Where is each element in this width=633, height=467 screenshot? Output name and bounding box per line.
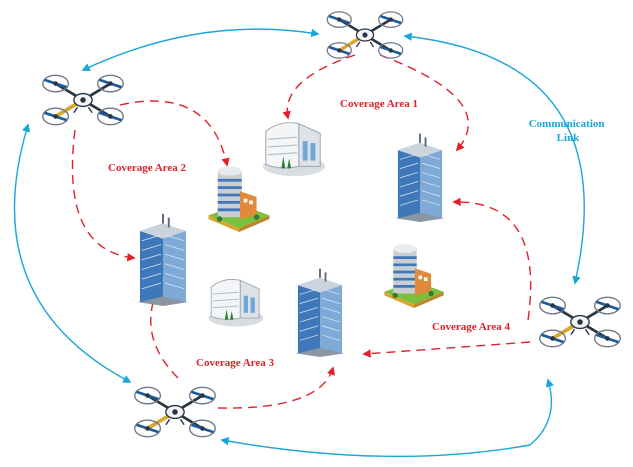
path-right-to-center xyxy=(362,341,531,358)
path-bottom-to-tower xyxy=(148,294,179,379)
link-drone-left-top xyxy=(81,28,320,71)
coverage-area-1-label: Coverage Area 1 xyxy=(340,98,418,110)
coverage-area-4-label: Coverage Area 4 xyxy=(432,321,510,333)
path-left-to-round xyxy=(119,100,230,167)
communication-link-label-line1: Communication xyxy=(529,118,605,130)
buildings xyxy=(136,122,446,357)
office-tower-icon xyxy=(136,212,190,306)
link-drone-left-bottom xyxy=(13,123,132,383)
path-right-to-tower xyxy=(452,197,532,321)
office-tower-icon xyxy=(295,267,345,357)
path-bottom-to-center xyxy=(217,366,336,409)
quadcopter-drone-icon xyxy=(40,73,126,127)
path-top-to-tower xyxy=(379,54,469,152)
quadcopter-drone-icon xyxy=(537,295,623,349)
coverage-area-3-label: Coverage Area 3 xyxy=(196,357,274,369)
coverage-paths xyxy=(71,54,532,409)
quadcopter-drone-icon xyxy=(325,9,405,61)
curved-building-icon xyxy=(208,278,264,328)
link-drone-bottom-right xyxy=(220,378,554,458)
round-building-icon xyxy=(206,164,272,232)
round-building-icon xyxy=(382,242,446,308)
office-tower-icon xyxy=(395,132,445,222)
communication-links xyxy=(13,28,585,458)
communication-link-label-line2: Link xyxy=(557,132,581,144)
communication-link-label: Communication Link xyxy=(529,118,608,144)
link-drone-top-right xyxy=(403,32,585,285)
path-top-to-curved xyxy=(282,54,356,120)
quadcopter-drone-icon xyxy=(132,385,218,439)
curved-building-icon xyxy=(262,122,326,177)
coverage-area-2-label: Coverage Area 2 xyxy=(108,162,186,174)
path-left-to-tower xyxy=(71,129,136,262)
